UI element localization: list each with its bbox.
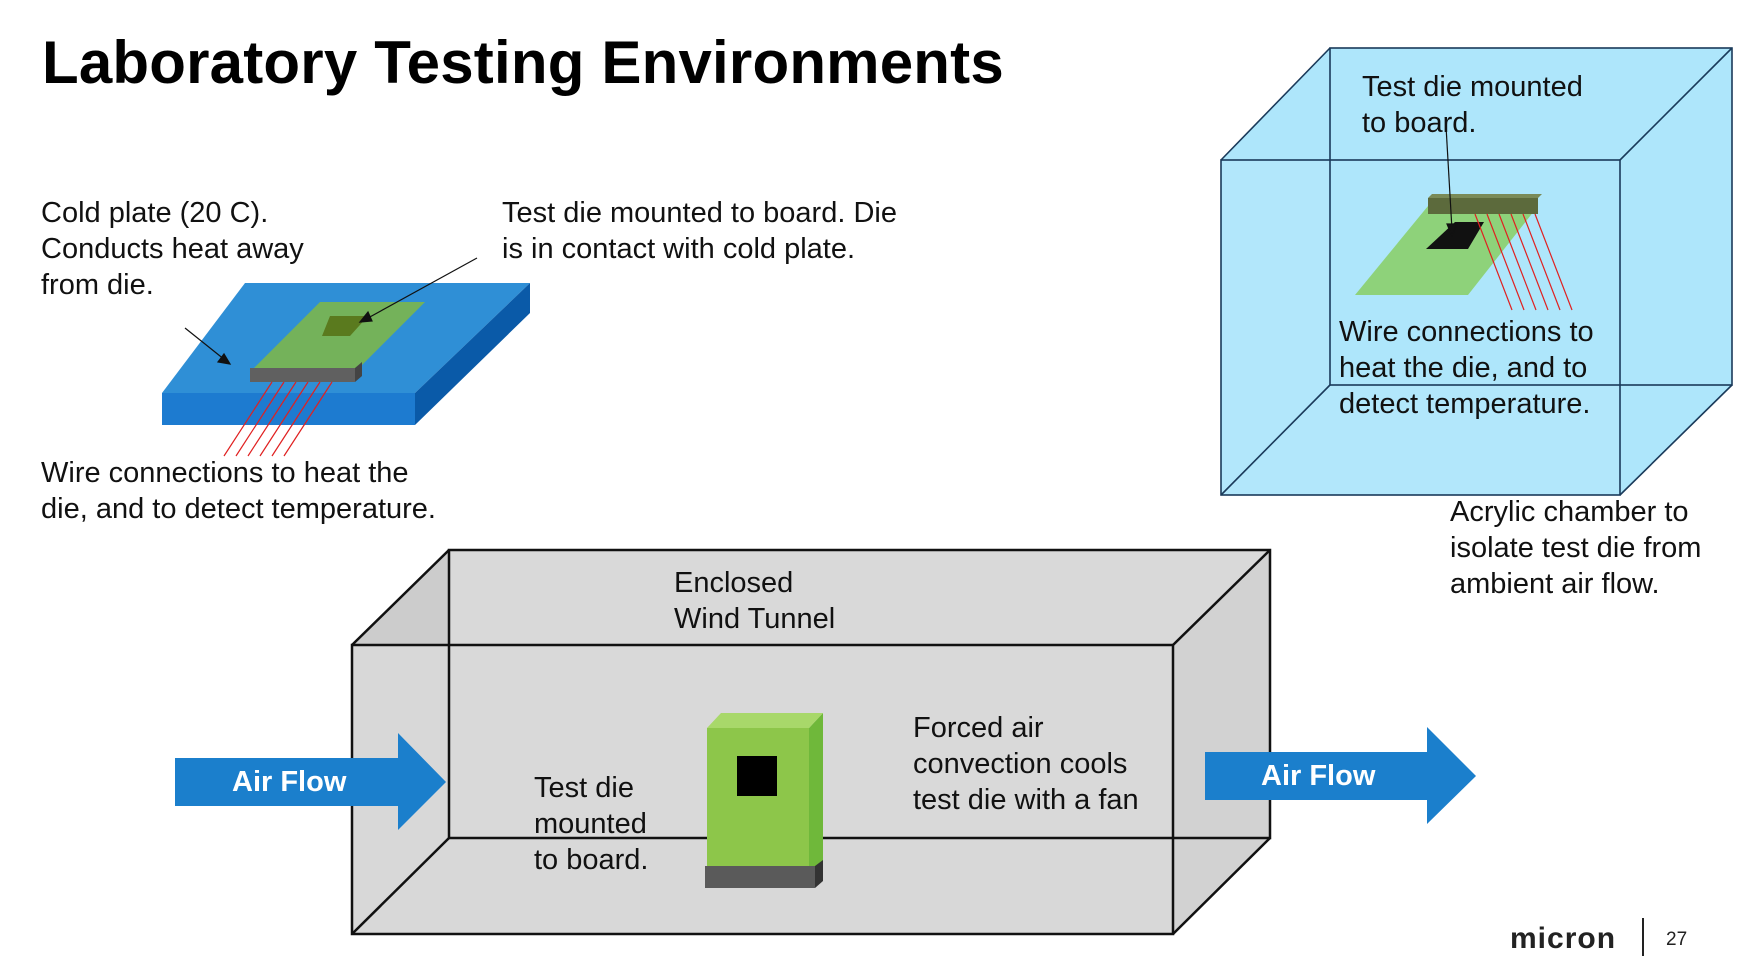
cold-plate-die-label: Test die mounted to board. Die is in con… [502, 197, 897, 265]
airflow-in-arrow [175, 733, 446, 830]
cold-plate-label: Cold plate (20 C). Conducts heat away fr… [41, 197, 304, 301]
cold-plate-side [415, 283, 530, 425]
tunnel-base-side [815, 860, 823, 888]
chamber-wires [1474, 213, 1573, 311]
cold-plate-assembly [162, 257, 530, 457]
tunnel-board-top [707, 713, 823, 728]
tunnel-die-label: Test die mounted to board. [534, 772, 649, 876]
tunnel-die [737, 756, 777, 796]
fan-label: Forced air convection cools test die wit… [913, 712, 1139, 816]
tunnel-board-side [809, 713, 823, 875]
cold-plate-wires [223, 381, 333, 457]
cold-plate-connector [250, 368, 355, 382]
wind-tunnel-label: Enclosed Wind Tunnel [674, 567, 836, 635]
cold-plate-die [322, 316, 368, 336]
micron-logo: micron [1510, 922, 1617, 955]
airflow-out-label: Air Flow [1261, 760, 1376, 792]
cold-plate-wire-label: Wire connections to heat the die, and to… [41, 457, 436, 525]
page-number: 27 [1666, 929, 1688, 950]
chamber-connector [1428, 198, 1538, 214]
chamber-leader [1445, 125, 1458, 238]
airflow-in-label: Air Flow [232, 766, 347, 798]
cold-plate-board [250, 302, 425, 372]
airflow-out-arrow [1205, 727, 1476, 824]
chamber-wire-label: Wire connections to heat the die, and to… [1339, 316, 1594, 420]
chamber-front [1221, 160, 1620, 495]
footer-divider [1642, 918, 1644, 956]
tunnel-base [705, 866, 815, 888]
wind-tunnel [350, 548, 1272, 936]
cold-plate-front [162, 393, 415, 425]
chamber-die-label: Test die mounted to board. [1362, 71, 1583, 139]
chamber-label: Acrylic chamber to isolate test die from… [1450, 496, 1702, 600]
cold-plate-leaders [184, 257, 478, 365]
slide-title: Laboratory Testing Environments [42, 29, 1004, 96]
acrylic-chamber [1220, 47, 1733, 496]
chamber-die [1426, 222, 1484, 249]
tunnel-board [707, 728, 809, 875]
